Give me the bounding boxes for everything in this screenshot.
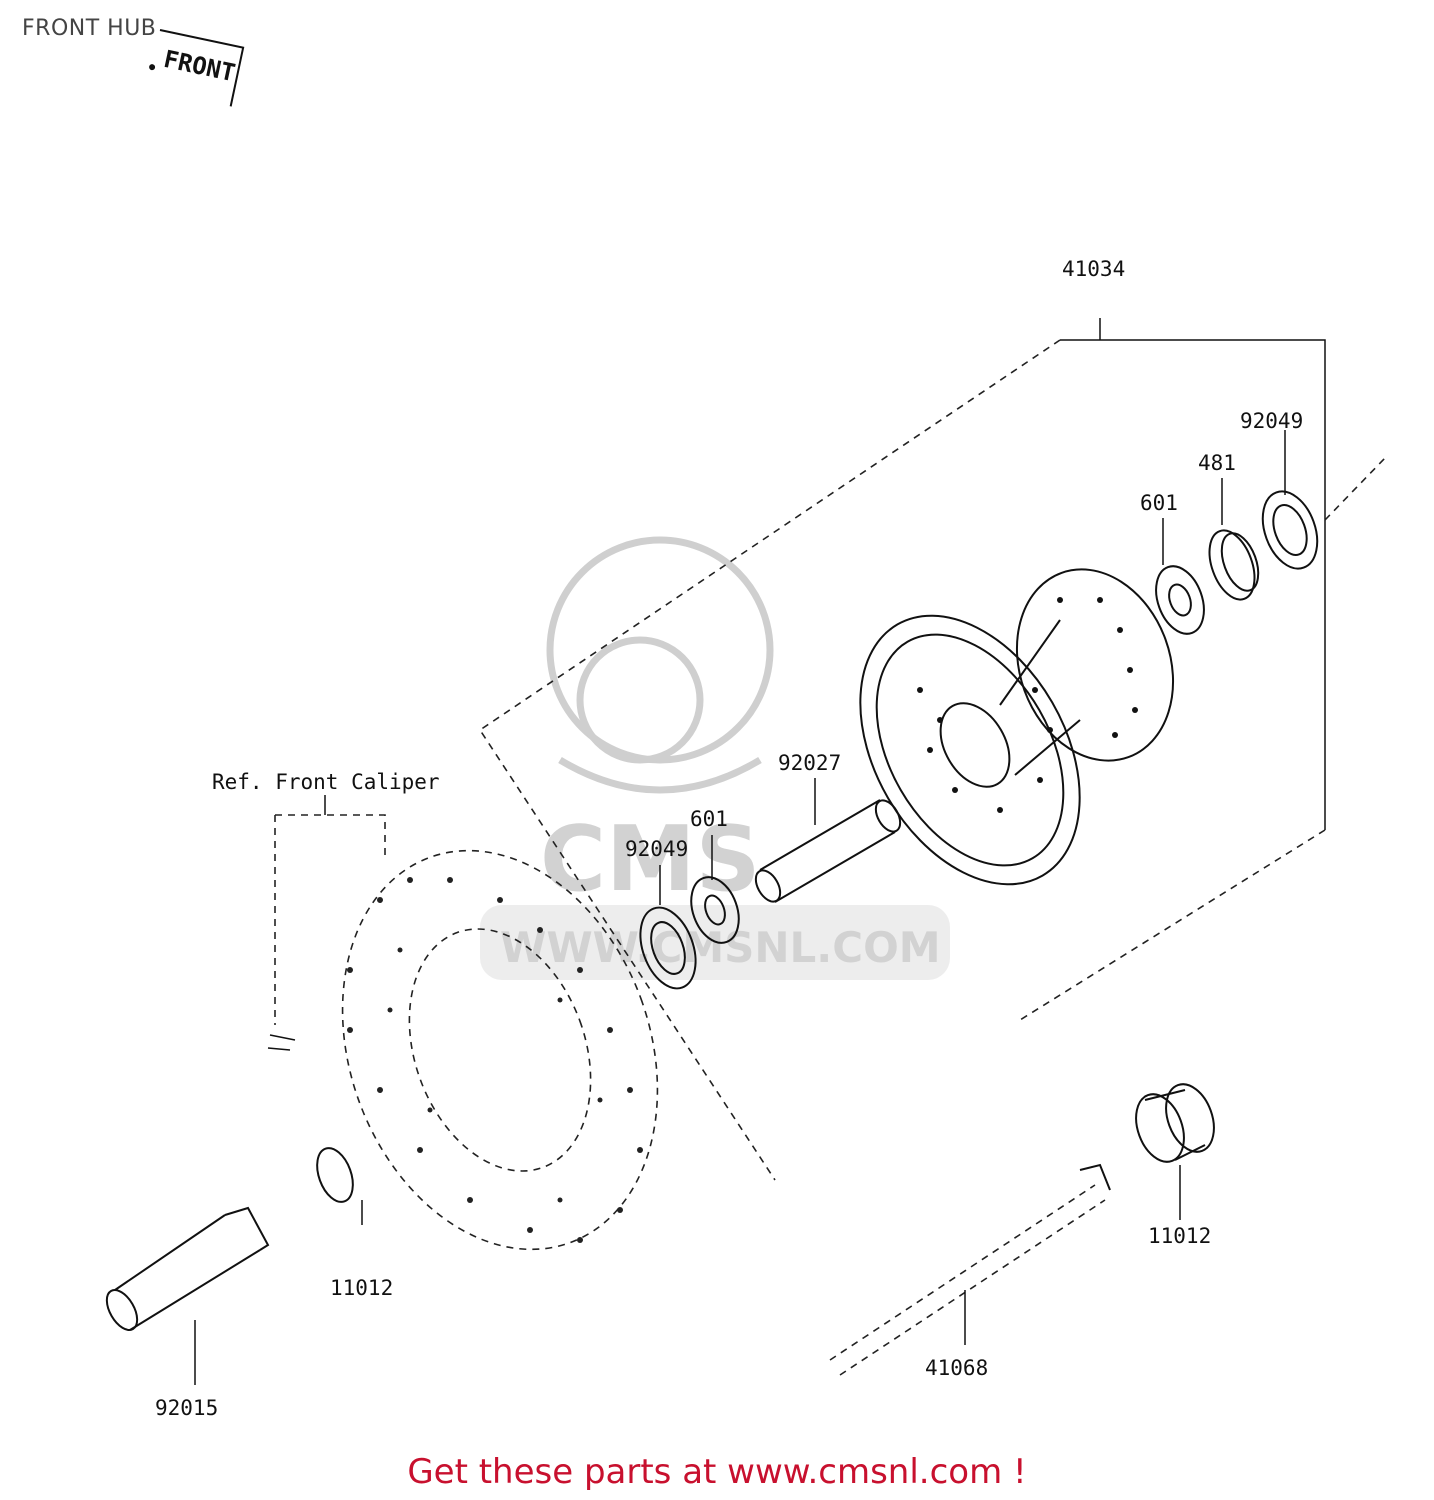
watermark-logo-text: CMS bbox=[540, 807, 760, 912]
page-title: FRONT HUB bbox=[22, 16, 157, 41]
label-601-right: 601 bbox=[1140, 491, 1178, 515]
hub-assembly-boundary bbox=[478, 318, 1386, 1181]
collar-92027 bbox=[754, 799, 902, 903]
leader-lines bbox=[194, 430, 1286, 1385]
front-stamp: FRONT bbox=[149, 29, 245, 107]
label-92027: 92027 bbox=[778, 751, 841, 775]
label-41068: 41068 bbox=[925, 1356, 988, 1380]
label-11012-right: 11012 bbox=[1148, 1224, 1211, 1248]
label-41034: 41034 bbox=[1062, 257, 1125, 281]
front-hub bbox=[859, 568, 1175, 886]
label-481: 481 bbox=[1198, 451, 1236, 475]
label-601-left: 601 bbox=[690, 807, 728, 831]
label-92049-left: 92049 bbox=[625, 837, 688, 861]
axle-41068 bbox=[829, 1163, 1111, 1376]
bearing-11012-left bbox=[316, 1147, 354, 1203]
watermark-logo: CMS WWW.CMSNL.COM bbox=[480, 536, 950, 980]
spacer-481 bbox=[1208, 529, 1260, 601]
bearing-11012-right bbox=[1135, 1083, 1215, 1163]
oil-seal-92049-left bbox=[639, 906, 697, 990]
label-ref-front-caliper: Ref. Front Caliper bbox=[212, 770, 440, 794]
label-92015: 92015 bbox=[155, 1396, 218, 1420]
bearing-601-right bbox=[1155, 565, 1205, 635]
bearing-601-left bbox=[690, 876, 740, 944]
watermark-url: WWW.CMSNL.COM bbox=[500, 923, 941, 972]
nut-92015 bbox=[105, 1206, 270, 1331]
label-11012-left: 11012 bbox=[330, 1276, 393, 1300]
oil-seal-92049-right bbox=[1261, 490, 1319, 570]
footer-link[interactable]: Get these parts at www.cmsnl.com ! bbox=[407, 1452, 1027, 1492]
brake-disc bbox=[341, 849, 659, 1251]
label-92049-right: 92049 bbox=[1240, 409, 1303, 433]
front-stamp-text: FRONT bbox=[161, 45, 237, 87]
caliper-reference bbox=[267, 814, 386, 1051]
